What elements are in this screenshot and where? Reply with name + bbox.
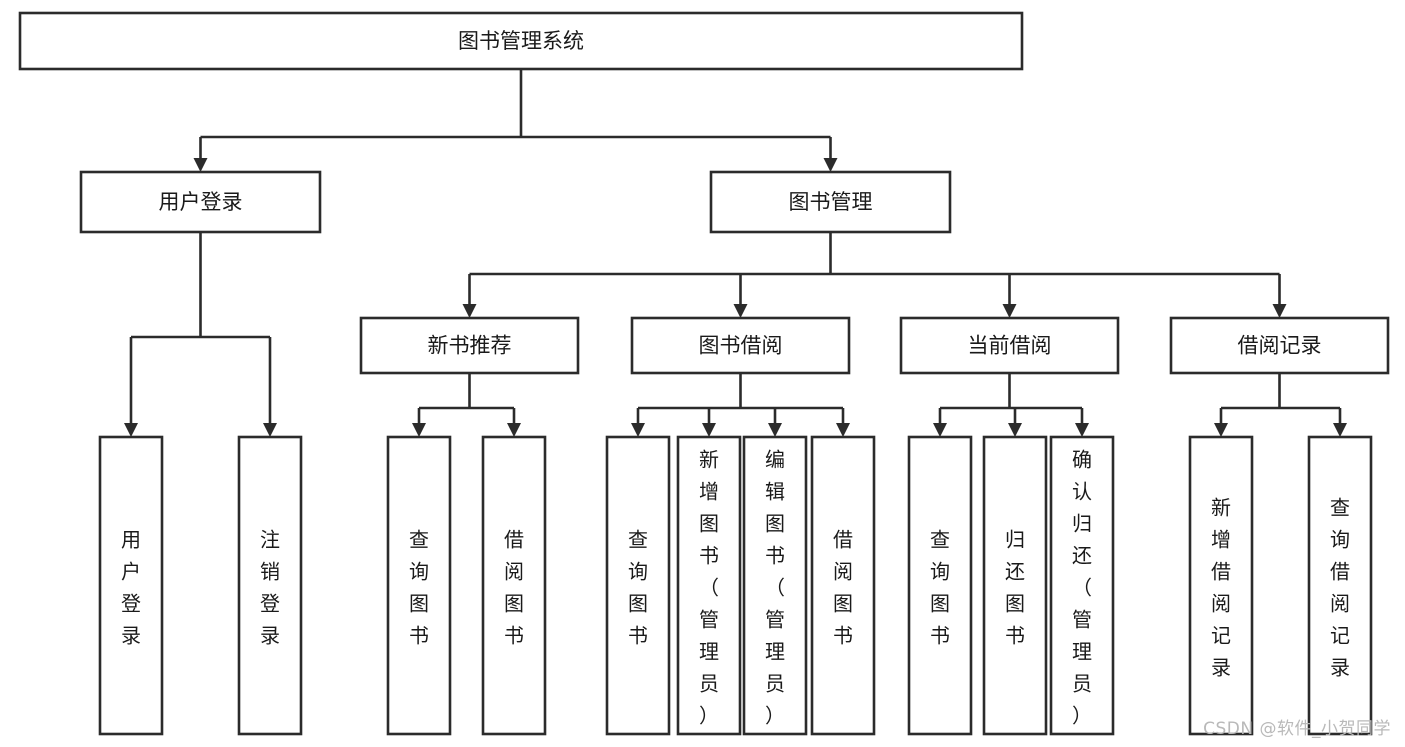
- node-leaf-1[interactable]: 注销登录: [237, 435, 303, 736]
- node-l3-2-label: 当前借阅: [968, 334, 1052, 358]
- node-l2-1-rect: [709, 170, 952, 234]
- node-leaf-11-rect: [1188, 435, 1254, 736]
- node-leaf-3-label: 借阅图书: [504, 527, 524, 647]
- node-leaf-10-rect: [1049, 435, 1115, 736]
- node-l3-1-rect: [630, 316, 851, 375]
- root-to-l2-0-arrowhead: [193, 158, 208, 172]
- node-leaf-3-rect: [481, 435, 547, 736]
- node-leaf-6-label: 编辑图书（管理员）: [765, 447, 785, 727]
- node-leaf-6-rect: [742, 435, 808, 736]
- l3-0-to-leaf-0-arrowhead: [412, 423, 426, 437]
- node-l3-3[interactable]: 借阅记录: [1169, 316, 1390, 375]
- l3-1-to-leaf-0-arrowhead: [631, 423, 645, 437]
- node-leaf-7-rect: [810, 435, 876, 736]
- node-leaf-2[interactable]: 查询图书: [386, 435, 452, 736]
- node-l3-3-rect: [1169, 316, 1390, 375]
- node-l3-0-rect: [359, 316, 580, 375]
- node-root-system-rect: [18, 11, 1024, 71]
- l3-2-to-leaf-2-arrowhead: [1075, 423, 1089, 437]
- l3-3-to-leaf-0-arrowhead: [1214, 423, 1228, 437]
- node-leaf-0-rect: [98, 435, 164, 736]
- node-leaf-5-label: 新增图书（管理员）: [699, 447, 719, 727]
- l2-1-to-l3-2-arrowhead: [1002, 304, 1017, 318]
- node-leaf-4-label: 查询图书: [628, 527, 648, 647]
- node-l3-2[interactable]: 当前借阅: [899, 316, 1120, 375]
- l2-0-to-leaf-0-arrowhead: [124, 423, 138, 437]
- l3-1-to-leaf-1-arrowhead: [702, 423, 716, 437]
- node-leaf-9-label: 归还图书: [1005, 527, 1025, 647]
- node-leaf-0-label: 用户登录: [121, 527, 141, 647]
- node-l2-0-label: 用户登录: [159, 190, 243, 214]
- node-leaf-2-label: 查询图书: [409, 527, 429, 647]
- l2-1-to-l3-1-arrowhead: [733, 304, 748, 318]
- node-l2-0[interactable]: 用户登录: [79, 170, 322, 234]
- node-leaf-8[interactable]: 查询图书: [907, 435, 973, 736]
- node-leaf-8-rect: [907, 435, 973, 736]
- node-leaf-0[interactable]: 用户登录: [98, 435, 164, 736]
- l2-1-to-l3-3-arrowhead: [1272, 304, 1287, 318]
- node-l3-3-label: 借阅记录: [1238, 334, 1322, 358]
- l2-0-to-leaf-1-arrowhead: [263, 423, 277, 437]
- node-boxes: 图书管理系统用户登录图书管理新书推荐图书借阅当前借阅借阅记录用户登录注销登录查询…: [18, 11, 1390, 736]
- node-leaf-8-label: 查询图书: [930, 527, 950, 647]
- node-leaf-4[interactable]: 查询图书: [605, 435, 671, 736]
- node-leaf-9[interactable]: 归还图书: [982, 435, 1048, 736]
- node-leaf-5-rect: [676, 435, 742, 736]
- node-leaf-4-rect: [605, 435, 671, 736]
- node-leaf-11-label: 新增借阅记录: [1211, 495, 1231, 679]
- node-l2-0-rect: [79, 170, 322, 234]
- node-leaf-12-rect: [1307, 435, 1373, 736]
- node-root-system-label: 图书管理系统: [458, 29, 584, 53]
- node-root-system[interactable]: 图书管理系统: [18, 11, 1024, 71]
- l3-2-to-leaf-0-arrowhead: [933, 423, 947, 437]
- node-leaf-5[interactable]: 新增图书（管理员）: [676, 435, 742, 736]
- node-l3-0[interactable]: 新书推荐: [359, 316, 580, 375]
- l3-1-to-leaf-2-arrowhead: [768, 423, 782, 437]
- l3-3-to-leaf-1-arrowhead: [1333, 423, 1347, 437]
- root-to-l2-1-arrowhead: [823, 158, 838, 172]
- node-leaf-7[interactable]: 借阅图书: [810, 435, 876, 736]
- l2-1-to-l3-0-arrowhead: [462, 304, 477, 318]
- node-leaf-1-label: 注销登录: [260, 527, 280, 647]
- node-leaf-1-rect: [237, 435, 303, 736]
- node-leaf-11[interactable]: 新增借阅记录: [1188, 435, 1254, 736]
- l3-1-to-leaf-3-arrowhead: [836, 423, 850, 437]
- node-l3-2-rect: [899, 316, 1120, 375]
- node-leaf-12[interactable]: 查询借阅记录: [1307, 435, 1373, 736]
- node-l3-1[interactable]: 图书借阅: [630, 316, 851, 375]
- node-l2-1[interactable]: 图书管理: [709, 170, 952, 234]
- node-leaf-10-label: 确认归还（管理员）: [1072, 447, 1092, 727]
- l3-0-to-leaf-1-arrowhead: [507, 423, 521, 437]
- node-leaf-3[interactable]: 借阅图书: [481, 435, 547, 736]
- node-l3-0-label: 新书推荐: [428, 334, 512, 358]
- connector-lines: [124, 69, 1347, 437]
- node-leaf-12-label: 查询借阅记录: [1330, 495, 1350, 679]
- node-leaf-6[interactable]: 编辑图书（管理员）: [742, 435, 808, 736]
- node-l2-1-label: 图书管理: [789, 190, 873, 214]
- node-leaf-9-rect: [982, 435, 1048, 736]
- node-l3-1-label: 图书借阅: [699, 334, 783, 358]
- l3-2-to-leaf-1-arrowhead: [1008, 423, 1022, 437]
- node-leaf-2-rect: [386, 435, 452, 736]
- node-leaf-10[interactable]: 确认归还（管理员）: [1049, 435, 1115, 736]
- node-leaf-7-label: 借阅图书: [833, 527, 853, 647]
